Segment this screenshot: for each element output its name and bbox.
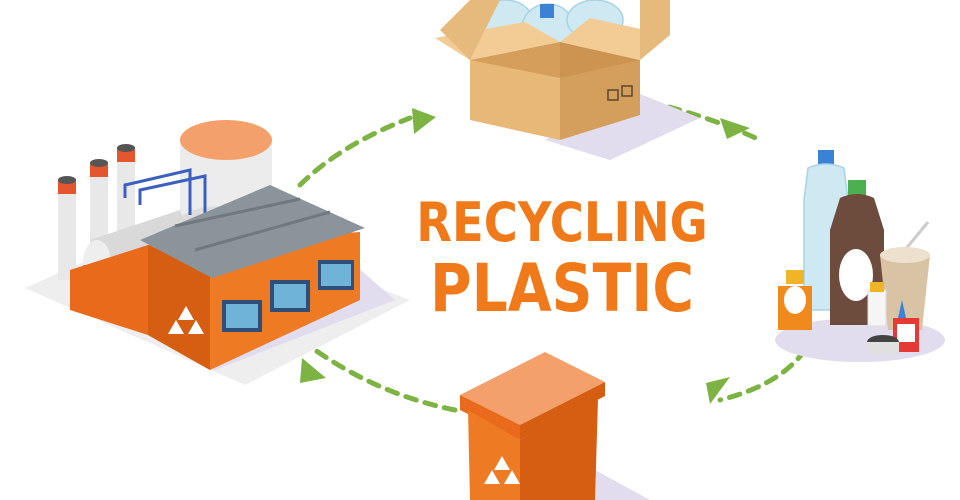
title: RECYCLING PLASTIC — [392, 196, 732, 322]
bin-recycle-symbol-icon — [484, 456, 520, 484]
recycle-symbol-icon — [168, 306, 204, 334]
orange-bottle — [778, 270, 812, 330]
factory-building — [70, 185, 365, 370]
recycle-bin-icon — [460, 352, 650, 500]
arrow-bin-to-factory — [312, 347, 458, 413]
arrow-bottles-to-bin — [717, 347, 808, 403]
title-line-1: RECYCLING — [416, 191, 708, 254]
chimneys — [58, 144, 135, 280]
arrow-factory-to-box — [297, 115, 413, 188]
title-line-2: PLASTIC — [429, 250, 695, 327]
arrow-box-to-bottles — [627, 95, 763, 143]
cycle-arrow-icon — [297, 95, 808, 413]
plastic-bottles-icon — [775, 150, 945, 362]
cardboard-box-icon — [435, 0, 700, 160]
factory-icon — [25, 120, 410, 385]
cup — [880, 221, 930, 330]
cycle-arrowheads — [300, 108, 750, 404]
